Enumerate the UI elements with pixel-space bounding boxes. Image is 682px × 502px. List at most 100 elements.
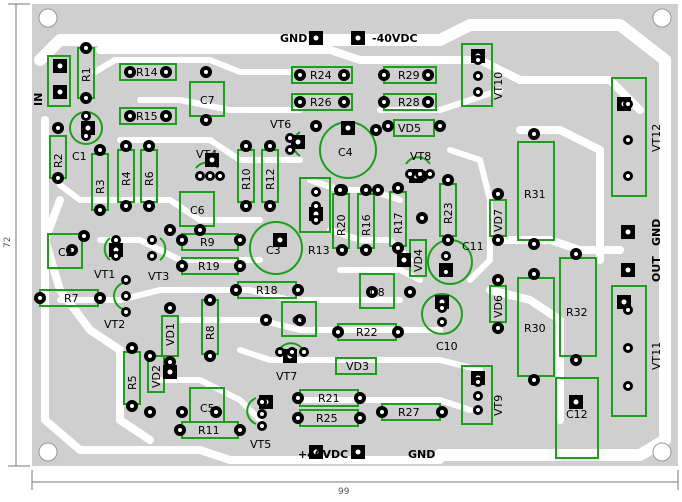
pad-hole <box>244 204 248 208</box>
label-vt10: VT10 <box>492 72 505 100</box>
vd3-body <box>335 357 377 375</box>
pad-hole <box>438 124 442 128</box>
pad-hole <box>180 410 184 414</box>
pad-hole <box>338 188 342 192</box>
pad-hole <box>124 204 128 208</box>
pad-hole <box>418 172 422 176</box>
label-r4: R4 <box>120 171 133 186</box>
width-label: 99 <box>338 487 350 497</box>
label-r26: R26 <box>310 96 332 109</box>
net-gnd-top: GND <box>280 32 307 45</box>
pad-hole <box>164 114 168 118</box>
pad-hole <box>382 73 386 77</box>
label-c12: C12 <box>566 408 588 421</box>
pad-hole <box>358 416 362 420</box>
label-vt1: VT1 <box>94 268 115 281</box>
pad-hole <box>440 320 444 324</box>
pad-hole <box>218 174 222 178</box>
pad-hole <box>444 270 448 274</box>
pad-hole <box>130 404 134 408</box>
pad-hole <box>130 346 134 350</box>
pad-hole <box>98 208 102 212</box>
pad-hole <box>150 238 154 242</box>
pad-hole <box>124 310 128 314</box>
label-c11: C11 <box>462 240 484 253</box>
mounting-hole <box>38 442 58 462</box>
pad-hole <box>147 144 151 148</box>
component-labels: R14 R15 R24 R26 R29 R28 R9 R19 R18 R7 R2… <box>52 66 663 451</box>
mounting-hole <box>652 442 672 462</box>
net-in: IN <box>32 93 45 106</box>
label-c1: C1 <box>72 150 87 163</box>
pad-hole <box>56 126 60 130</box>
pad-hole <box>296 416 300 420</box>
pad-hole <box>446 238 450 242</box>
label-vd5: VD5 <box>398 122 421 135</box>
label-vd7: VD7 <box>492 209 505 232</box>
pad-hole <box>180 238 184 242</box>
c5-body <box>189 387 225 423</box>
pad-hole <box>164 70 168 74</box>
label-c10: C10 <box>436 340 458 353</box>
label-r13: R13 <box>308 244 330 257</box>
label-r28: R28 <box>398 96 420 109</box>
pad-hole <box>204 70 208 74</box>
pad-hole <box>84 46 88 50</box>
pad-hole <box>302 350 306 354</box>
label-c9: C9 <box>292 314 307 327</box>
pad-hole <box>476 394 480 398</box>
label-vt2: VT2 <box>104 318 125 331</box>
label-vt4: VT4 <box>196 148 217 161</box>
pad-hole <box>214 410 218 414</box>
pad-hole <box>444 254 448 258</box>
pad-hole <box>57 89 63 95</box>
pad-hole <box>426 73 430 77</box>
pad-hole <box>396 186 400 190</box>
vt1-body <box>103 237 111 261</box>
pad-hole <box>278 350 282 354</box>
pad-hole <box>355 35 361 41</box>
pad-hole <box>396 330 400 334</box>
label-vd1: VD1 <box>164 323 177 346</box>
pad-hole <box>408 290 412 294</box>
pad-hole <box>244 144 248 148</box>
label-r19: R19 <box>198 260 220 273</box>
pad-hole <box>167 369 173 375</box>
label-vt11: VT11 <box>650 342 663 370</box>
pad-hole <box>364 248 368 252</box>
input-connector-body <box>47 55 71 107</box>
pad-hole <box>340 248 344 252</box>
label-r24: R24 <box>310 69 332 82</box>
pad-hole <box>440 306 444 310</box>
pad-hole <box>208 354 212 358</box>
pad-hole <box>124 144 128 148</box>
pad-hole <box>626 138 630 142</box>
label-r31: R31 <box>524 188 546 201</box>
label-vt6: VT6 <box>270 118 291 131</box>
label-vd6: VD6 <box>492 295 505 318</box>
pad-hole <box>314 124 318 128</box>
pad-hole <box>148 354 152 358</box>
pad-hole <box>57 63 63 69</box>
r15-body <box>119 107 177 125</box>
label-vd4: VD4 <box>412 249 425 272</box>
pad-hole <box>128 70 132 74</box>
label-r5: R5 <box>126 375 139 390</box>
pad-hole <box>626 174 630 178</box>
pad-hole <box>298 100 302 104</box>
pad-hole <box>268 144 272 148</box>
pad-hole <box>370 290 374 294</box>
label-r22: R22 <box>356 326 378 339</box>
pad-hole <box>314 190 318 194</box>
label-vt9: VT9 <box>492 395 505 416</box>
pad-hole <box>386 124 390 128</box>
label-r7: R7 <box>64 292 79 305</box>
pad-hole <box>260 424 264 428</box>
pads <box>34 8 672 462</box>
label-r30: R30 <box>524 322 546 335</box>
pad-hole <box>180 264 184 268</box>
label-r1: R1 <box>80 67 93 82</box>
vt9-body <box>461 365 493 425</box>
mounting-hole <box>38 8 58 28</box>
label-c3: C3 <box>266 244 281 257</box>
